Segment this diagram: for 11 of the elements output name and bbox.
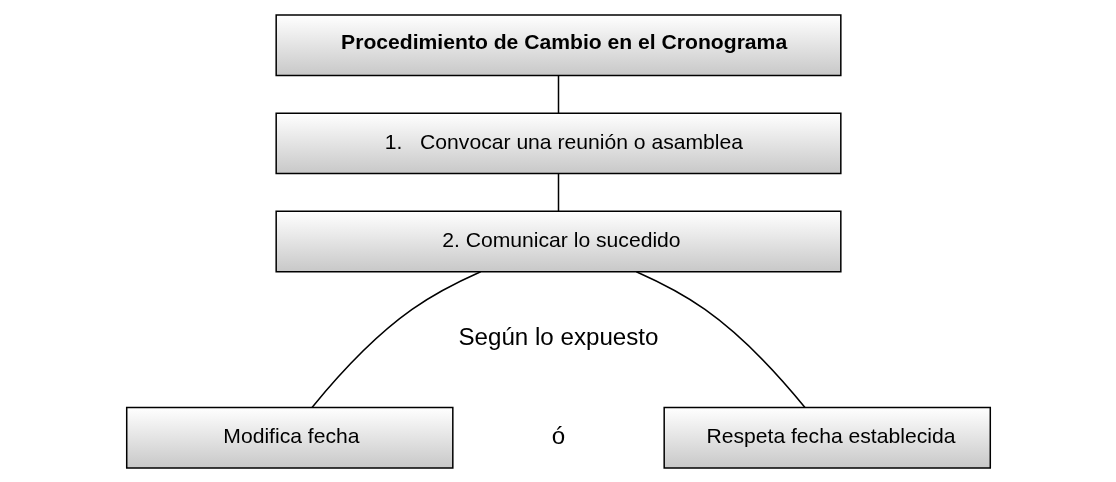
- connector: [557, 74, 559, 114]
- node-box: Procedimiento de Cambio en el Cronograma: [274, 13, 842, 76]
- connector: [635, 270, 806, 408]
- label: ó: [551, 421, 565, 448]
- node-box: 2. Comunicar lo sucedido: [274, 210, 842, 272]
- node-box: 1. Convocar una reunión o asamblea: [274, 111, 842, 174]
- connector: [557, 172, 559, 212]
- label: Según lo expuesto: [458, 322, 658, 350]
- node-box: Respeta fecha establecida: [662, 406, 991, 469]
- connector: [310, 270, 481, 408]
- node-box: Modifica fecha: [125, 406, 454, 469]
